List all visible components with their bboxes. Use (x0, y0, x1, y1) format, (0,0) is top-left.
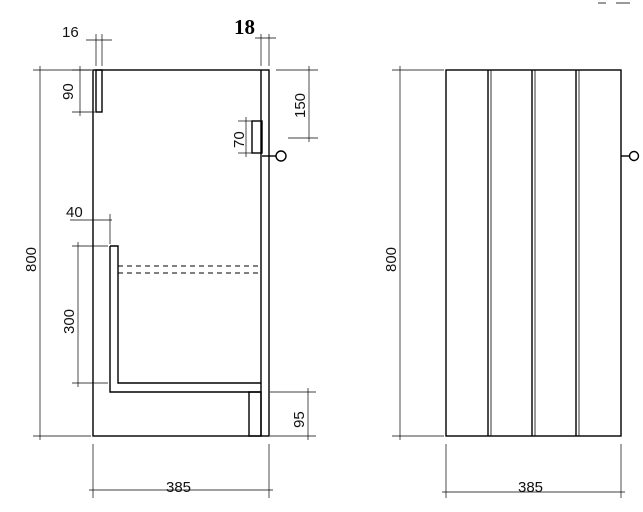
dim-385-side: 385 (166, 479, 191, 496)
front-handle-knob-icon (628, 150, 640, 162)
dim-40: 40 (66, 204, 83, 221)
front-body-outline (445, 69, 622, 437)
side-view: 16 18 90 150 70 40 800 300 (23, 15, 318, 498)
recess-outer (109, 246, 261, 393)
front-view: 800 385 (383, 66, 640, 498)
handle-knob-icon (275, 150, 287, 162)
recess-inner (110, 245, 261, 384)
dim-95: 95 (291, 411, 308, 428)
dim-800-side: 800 (23, 247, 40, 272)
dim-18: 18 (234, 15, 255, 39)
dim-70: 70 (231, 131, 248, 148)
dim-800-front: 800 (383, 247, 400, 272)
dim-300: 300 (61, 309, 78, 334)
side-body-outline (92, 69, 270, 437)
handle-plate (251, 120, 263, 154)
dim-385-front: 385 (518, 479, 543, 496)
dim-150: 150 (292, 93, 309, 118)
dim-90: 90 (60, 83, 77, 100)
plinth-block (248, 391, 262, 437)
dim-16: 16 (62, 24, 79, 41)
top-strip (95, 69, 103, 113)
